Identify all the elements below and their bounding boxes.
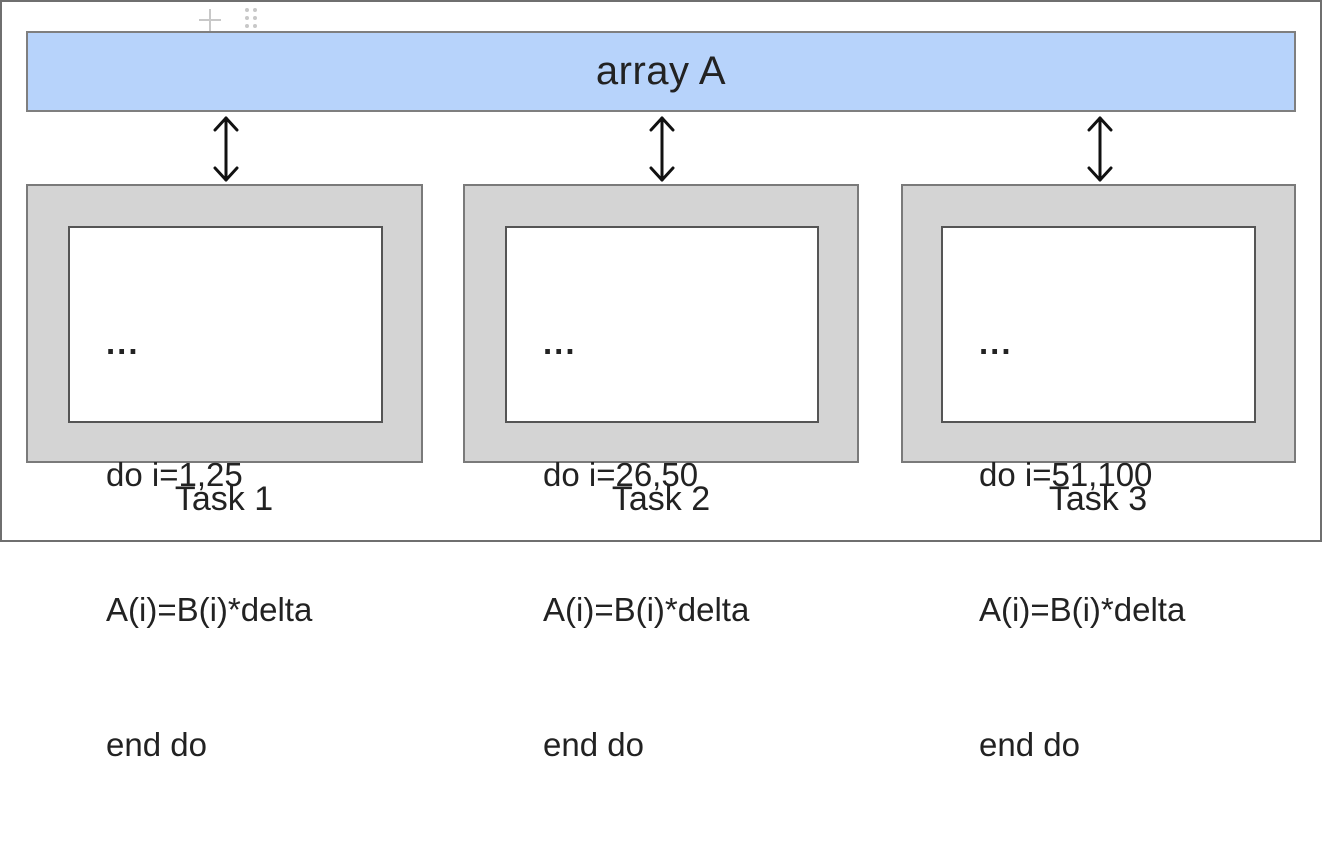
drag-handle-icon[interactable] <box>245 8 257 28</box>
code-loop-body: A(i)=B(i)*delta <box>543 591 750 628</box>
plus-icon[interactable] <box>199 9 221 31</box>
code-ellipsis: ... <box>543 324 577 361</box>
array-a-label: array A <box>595 49 727 93</box>
code-loop-end: end do <box>543 726 644 763</box>
task-3-code-box: ... do i=51,100 A(i)=B(i)*delta end do <box>941 226 1256 763</box>
diagram-canvas: array A ... do i=1,25 A(i)=B(i)*delta en… <box>0 0 1322 763</box>
double-arrow-icon <box>649 116 675 182</box>
task-2-label: Task 2 <box>611 480 711 518</box>
task-2-box: ... do i=26,50 A(i)=B(i)*delta end do <box>463 184 859 763</box>
task-1-box: ... do i=1,25 A(i)=B(i)*delta end do <box>26 184 423 763</box>
code-loop-end: end do <box>979 726 1080 763</box>
double-arrow-icon <box>1087 116 1113 182</box>
task-3-label: Task 3 <box>1048 480 1148 518</box>
code-loop-end: end do <box>106 726 207 763</box>
code-loop-header: do i=26,50 <box>543 456 699 493</box>
code-loop-header: do i=1,25 <box>106 456 243 493</box>
code-loop-body: A(i)=B(i)*delta <box>106 591 313 628</box>
array-a-box: array A <box>26 31 1296 112</box>
code-ellipsis: ... <box>106 324 140 361</box>
task-3-box: ... do i=51,100 A(i)=B(i)*delta end do <box>901 184 1296 763</box>
code-ellipsis: ... <box>979 324 1013 361</box>
task-1-code-box: ... do i=1,25 A(i)=B(i)*delta end do <box>68 226 383 763</box>
task-2-code-box: ... do i=26,50 A(i)=B(i)*delta end do <box>505 226 819 763</box>
task-1-label: Task 1 <box>174 480 274 518</box>
code-loop-header: do i=51,100 <box>979 456 1153 493</box>
editor-handles[interactable] <box>197 6 267 34</box>
double-arrow-icon <box>213 116 239 182</box>
code-loop-body: A(i)=B(i)*delta <box>979 591 1186 628</box>
